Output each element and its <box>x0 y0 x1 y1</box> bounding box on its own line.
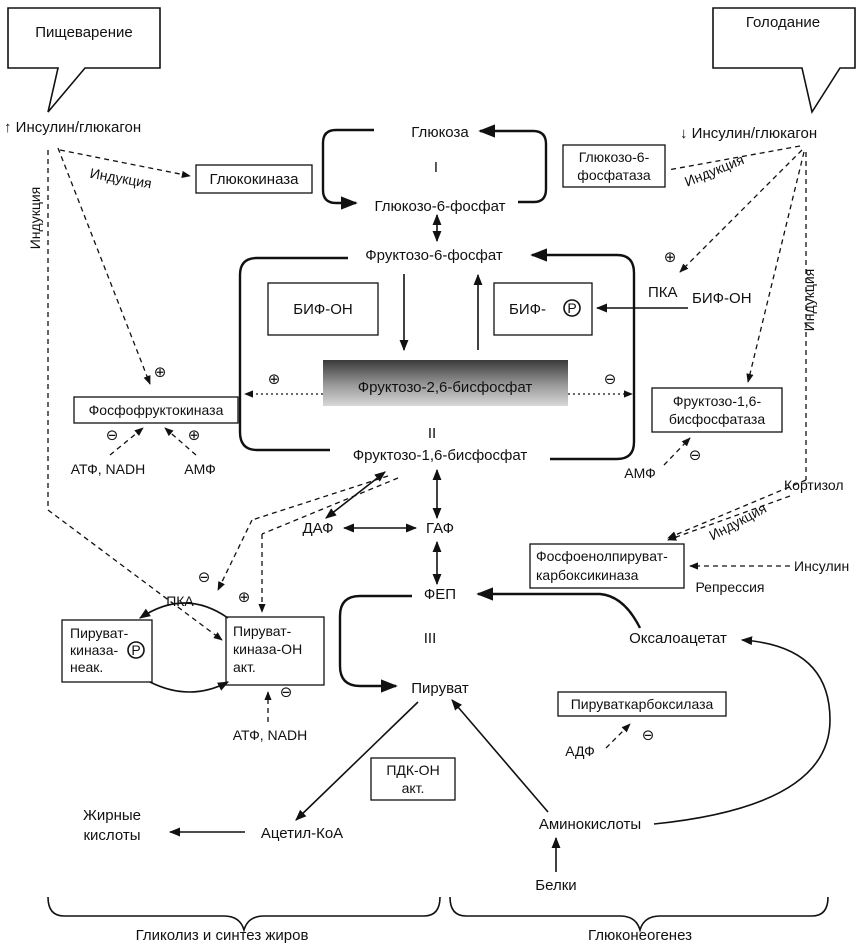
fatty-acids-line1: Жирные <box>83 807 141 824</box>
f26bp-plus-sign: ⊕ <box>268 371 281 388</box>
digestion-label: Пищеварение <box>35 24 133 41</box>
insulin-label: Инсулин <box>794 558 849 574</box>
pdh-box: ПДК-ОН акт. <box>370 757 456 801</box>
atp-nadh-top-label: АТФ, NADH <box>71 461 145 477</box>
induction-left-vertical-label: Индукция <box>27 187 43 250</box>
adp-minus-sign: ⊖ <box>642 727 655 744</box>
pk-active-box: Пируват- киназа-ОН акт. <box>225 616 325 686</box>
cycle-3: ФЕП Пируват Оксалоацетат III <box>338 586 727 697</box>
pk-active-line2: киназа-ОН <box>233 641 302 657</box>
f26bp-label: Фруктозо-2,6-бисфосфат <box>358 379 533 396</box>
fasting-callout: Голодание <box>712 7 856 115</box>
fatty-acids-line2: кислоты <box>83 827 140 844</box>
bif-oh-box: БИФ-ОН <box>267 282 379 336</box>
atp-nadh-bottom-label: АТФ, NADH <box>233 727 307 743</box>
g6p-label: Глюкозо-6-фосфат <box>375 198 506 215</box>
phosphate-circle-label: P <box>567 300 576 316</box>
pyruvate-carboxylase-label: Пируваткарбоксилаза <box>571 696 714 712</box>
amino-acids-label: Аминокислоты <box>539 816 641 833</box>
pk-active-line1: Пируват- <box>233 623 292 639</box>
oxaloacetate-label: Оксалоацетат <box>629 630 727 647</box>
pdh-label-line2: акт. <box>402 780 425 796</box>
hormone-ratio-right: ↓ Инсулин/глюкагон <box>680 125 817 142</box>
pk-active-line3: акт. <box>233 659 256 675</box>
pk-inactive-line1: Пируват- <box>70 625 129 641</box>
f16bp-label: Фруктозо-1,6-бисфосфат <box>353 447 528 464</box>
amp-right-label: АМФ <box>624 465 656 481</box>
g6pase-box: Глюкозо-6- фосфатаза <box>562 144 666 188</box>
induction-right-vertical-label: Индукция <box>801 269 817 332</box>
hormone-ratio-left: ↑ Инсулин/глюкагон <box>4 119 141 136</box>
fbpase-label-line1: Фруктозо-1,6- <box>673 393 762 409</box>
pk-inactive-line3: неак. <box>70 659 103 675</box>
pk-atp-minus-sign: ⊖ <box>280 684 293 701</box>
glycolysis-label: Гликолиз и синтез жиров <box>136 927 309 944</box>
pep-label: ФЕП <box>424 586 456 603</box>
pka-activation-plus-sign: ⊕ <box>664 249 677 266</box>
cycle-3-number: III <box>424 630 437 647</box>
fasting-label: Голодание <box>746 14 820 31</box>
pk-minus-sign: ⊖ <box>198 569 211 586</box>
fbpase-label-line2: бисфосфатаза <box>669 411 765 427</box>
f26bp-minus-sign: ⊖ <box>604 371 617 388</box>
glycolysis-bracket: Гликолиз и синтез жиров <box>47 896 441 944</box>
f26bp-bar: Фруктозо-2,6-бисфосфат <box>323 360 568 406</box>
dap-label: ДАФ <box>302 520 333 537</box>
glucokinase-box: Глюкокиназа <box>195 164 313 194</box>
pdh-label-line1: ПДК-ОН <box>386 762 439 778</box>
cortisol-label: Кортизол <box>784 477 844 493</box>
pka-right-label: ПКА <box>648 284 678 301</box>
digestion-callout: Пищеварение <box>7 7 161 113</box>
pk-inactive-box: Пируват- киназа- P неак. <box>61 619 153 683</box>
g6pase-label-line1: Глюкозо-6- <box>579 149 650 165</box>
pyruvate-label: Пируват <box>411 680 469 697</box>
pfk-label: Фосфофруктокиназа <box>89 402 224 418</box>
amp-top-label: АМФ <box>184 461 216 477</box>
induction-pepck-label: Индукция <box>706 500 769 543</box>
bif-oh-label: БИФ-ОН <box>293 301 353 318</box>
g6pase-label-line2: фосфатаза <box>577 167 651 183</box>
repression-label: Репрессия <box>695 579 764 595</box>
induction-glucokinase-label: Индукция <box>89 165 153 192</box>
pfk-plus-sign: ⊕ <box>154 364 167 381</box>
induction-g6pase-label: Индукция <box>682 151 746 189</box>
amp-plus-sign: ⊕ <box>188 427 201 444</box>
cycle-2: Фруктозо-6-фосфат Фруктозо-1,6-бисфосфат… <box>238 247 636 464</box>
cycle-2-number: II <box>428 425 436 442</box>
cycle-1: Глюкоза Глюкозо-6-фосфат I <box>321 124 548 215</box>
acetyl-coa-label: Ацетил-КоА <box>261 825 343 842</box>
pk-plus-sign: ⊕ <box>238 589 251 606</box>
gluconeogenesis-bracket: Глюконеогенез <box>449 896 829 944</box>
bif-oh-right-label: БИФ-ОН <box>692 290 752 307</box>
pepck-box: Фосфоенолпируват- карбоксикиназа <box>529 543 685 589</box>
pk-inactive-line2: киназа- <box>70 642 119 658</box>
pepck-label-line1: Фосфоенолпируват- <box>536 548 668 564</box>
pk-phosphate-circle-label: P <box>131 642 140 658</box>
fbpase-box: Фруктозо-1,6- бисфосфатаза <box>651 387 783 433</box>
bif-p-label: БИФ- <box>509 301 546 318</box>
amp-minus-sign: ⊖ <box>689 447 702 464</box>
glucose-label: Глюкоза <box>411 124 469 141</box>
gap-label: ГАФ <box>426 520 454 537</box>
pfk-box: Фосфофруктокиназа <box>73 396 239 424</box>
atp-minus-sign: ⊖ <box>106 427 119 444</box>
gluconeogenesis-label: Глюконеогенез <box>588 927 692 944</box>
pepck-label-line2: карбоксикиназа <box>536 567 639 583</box>
bif-p-box: БИФ- P <box>493 282 593 336</box>
glucokinase-label: Глюкокиназа <box>210 171 300 188</box>
cycle-1-number: I <box>434 159 438 176</box>
adp-label: АДФ <box>565 743 595 759</box>
f6p-label: Фруктозо-6-фосфат <box>365 247 503 264</box>
pka-left-label: ПКА <box>166 593 194 609</box>
proteins-label: Белки <box>535 877 576 894</box>
pyruvate-carboxylase-box: Пируваткарбоксилаза <box>557 691 727 717</box>
